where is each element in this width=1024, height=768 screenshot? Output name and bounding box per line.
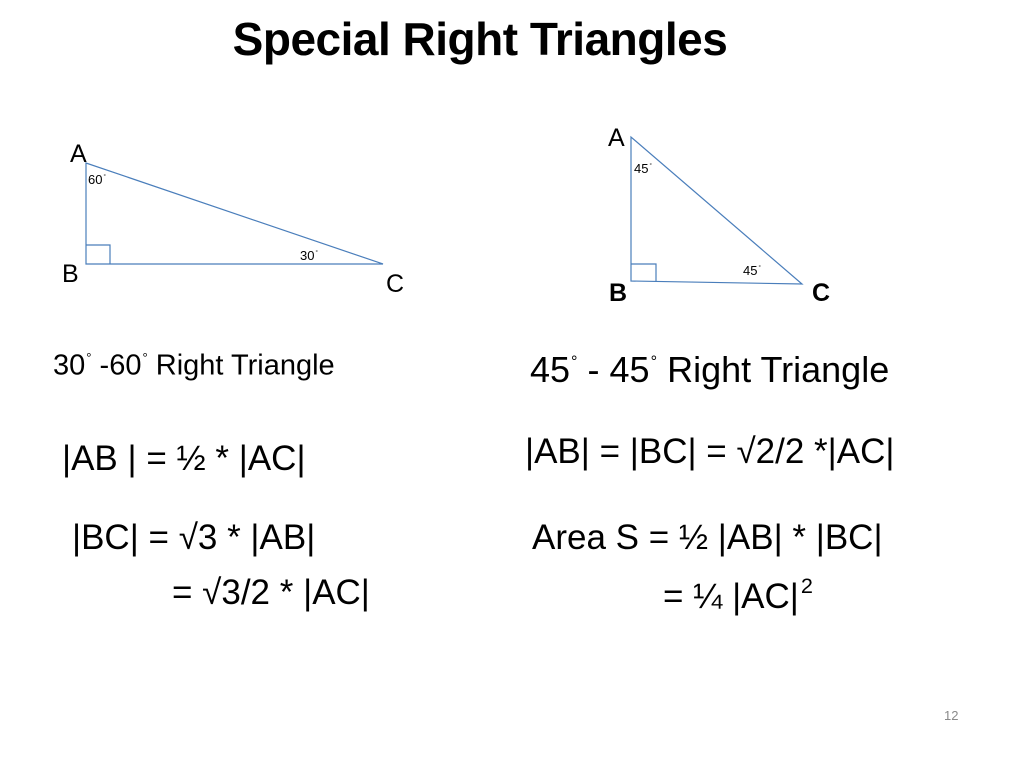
triangle-45-45-right-angle-mark <box>631 263 657 281</box>
triangle-45-45-outline <box>630 135 804 285</box>
triangle-30-60-bc-formula-continuation: = √3/2 * |AC| <box>172 573 370 612</box>
triangle-45-45-area-formula: Area S = ½ |AB| * |BC| <box>532 518 883 557</box>
page-number: 12 <box>944 708 959 723</box>
triangle-45-45-area-formula-continuation: = ¼ |AC|2 <box>663 573 813 617</box>
triangle-45-45-caption: 45° - 45° Right Triangle <box>530 349 890 390</box>
triangle-30-60-bc-formula: |BC| = √3 * |AB| <box>72 518 316 557</box>
triangle-45-45-vertex-a: A <box>608 124 625 152</box>
triangle-30-60-outline <box>85 162 384 265</box>
triangle-30-60-right-angle-mark <box>86 244 111 264</box>
triangle-30-60-ab-formula: |AB | = ½ * |AC| <box>62 439 306 478</box>
triangle-30-60-angle-c-label: 30° <box>300 248 318 263</box>
triangle-45-45-vertex-c: C <box>812 279 831 307</box>
slide-title: Special Right Triangles <box>232 13 728 65</box>
triangle-45-45-angle-a-label: 45° <box>634 161 652 176</box>
triangle-45-45-angle-c-label: 45° <box>743 263 761 278</box>
triangle-30-60-vertex-c: C <box>386 270 405 298</box>
area-exponent: 2 <box>800 573 813 598</box>
triangle-30-60-vertex-b: B <box>62 260 79 288</box>
triangle-45-45-vertex-b: B <box>609 279 628 307</box>
triangle-30-60-vertex-a: A <box>70 140 87 168</box>
triangle-30-60-angle-a-label: 60° <box>88 172 106 187</box>
triangle-45-45-side-formula: |AB| = |BC| = √2/2 *|AC| <box>525 432 895 471</box>
triangle-30-60-caption: 30° -60° Right Triangle <box>53 349 335 382</box>
